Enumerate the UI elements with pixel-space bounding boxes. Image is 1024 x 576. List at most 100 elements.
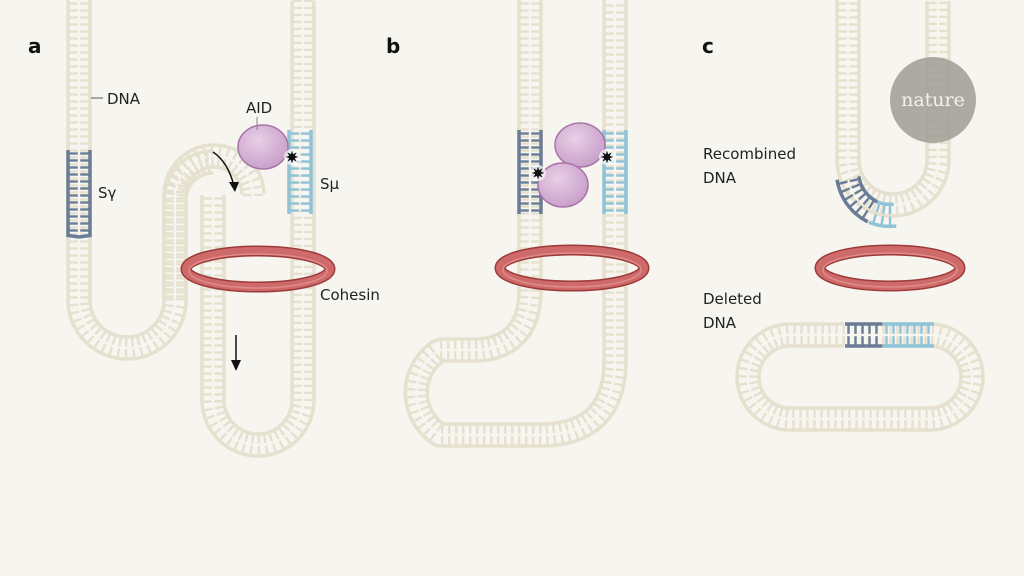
dna-base xyxy=(152,340,160,350)
dna-base xyxy=(930,336,934,346)
dna-base xyxy=(775,418,781,428)
dna-base xyxy=(882,204,886,214)
cohesin-ring-highlight xyxy=(188,253,328,289)
dna-base xyxy=(421,350,431,359)
dna-base xyxy=(857,192,867,201)
dna-base xyxy=(497,334,504,344)
dna-base xyxy=(784,419,788,429)
dna-base xyxy=(946,403,954,412)
dna-base xyxy=(428,344,436,354)
dna-base xyxy=(429,432,437,441)
aid-label: AID xyxy=(246,99,272,117)
dna-base xyxy=(615,368,625,372)
s-gamma-label: Sγ xyxy=(98,184,117,202)
dna-base xyxy=(141,334,148,344)
dna-base xyxy=(508,340,516,350)
dna-base xyxy=(936,407,942,417)
dna-base xyxy=(922,177,931,185)
dna-base xyxy=(560,434,565,444)
dna-base xyxy=(961,380,971,385)
dna-base xyxy=(205,152,210,162)
dna-base xyxy=(593,402,602,410)
dna-base xyxy=(205,414,215,420)
dna-base xyxy=(167,183,177,189)
dna-base xyxy=(303,405,313,410)
dna-backbone xyxy=(200,0,316,458)
dna-base xyxy=(767,341,775,351)
dna-base xyxy=(86,335,95,344)
dna-base xyxy=(425,363,435,371)
s-gamma-region-a xyxy=(66,150,92,239)
dna-base xyxy=(932,419,936,429)
dna-base xyxy=(513,318,523,325)
dna-base xyxy=(89,322,99,331)
dna-base xyxy=(174,312,184,317)
dna-base xyxy=(744,350,753,357)
dna-base xyxy=(596,397,606,404)
dna-base xyxy=(599,391,609,398)
dna-base xyxy=(767,416,774,426)
dna-base xyxy=(240,180,250,186)
dna-base xyxy=(938,326,943,336)
dna-base xyxy=(422,410,432,417)
dna-base xyxy=(145,344,152,354)
dna-base xyxy=(165,189,175,193)
deleted-dna-circle xyxy=(735,322,985,432)
dna-base xyxy=(972,366,982,371)
dna-base xyxy=(482,350,486,360)
dna-base xyxy=(945,341,953,351)
dna-base xyxy=(957,390,967,398)
dna-base xyxy=(844,193,854,201)
dna-base xyxy=(586,423,594,433)
dna-base xyxy=(250,434,255,444)
dna-base xyxy=(100,343,107,353)
dna-base xyxy=(761,332,769,341)
dna-base xyxy=(518,301,529,306)
dna-base xyxy=(182,171,192,179)
dna-base xyxy=(226,161,233,170)
dna-strand-a-left xyxy=(66,0,213,361)
s-gamma-region-c xyxy=(835,176,879,224)
dna-base xyxy=(237,431,244,440)
dna-base xyxy=(176,193,186,198)
dna-base xyxy=(926,167,936,172)
dna-base xyxy=(94,327,103,336)
dna-base xyxy=(420,405,430,411)
dna-base xyxy=(838,163,848,167)
aid-protein-a xyxy=(237,124,289,170)
dna-base xyxy=(502,331,510,340)
dna-base xyxy=(849,162,859,166)
dna-base xyxy=(225,148,231,158)
dna-base xyxy=(894,194,898,204)
dna-base xyxy=(937,169,947,175)
dna-base xyxy=(749,380,759,385)
dna-base xyxy=(875,192,882,202)
dna-base xyxy=(840,187,851,193)
dna-base xyxy=(192,162,199,172)
dna-base xyxy=(597,414,607,423)
dna-base xyxy=(132,348,136,358)
dna-base xyxy=(435,353,443,362)
dna-base xyxy=(492,336,498,346)
dna-base xyxy=(247,168,257,176)
panel-label-c: c xyxy=(702,34,714,58)
dna-base xyxy=(941,405,948,415)
dna-strand-b xyxy=(403,0,628,448)
dna-base xyxy=(855,205,863,214)
dna-base xyxy=(506,327,515,336)
dna-base xyxy=(760,412,768,422)
dna-base xyxy=(150,328,159,337)
dna-base xyxy=(290,409,301,415)
dna-base xyxy=(218,415,228,423)
dna-base xyxy=(164,303,174,308)
dna-base xyxy=(407,402,417,407)
dna-base xyxy=(967,350,976,357)
dna-base xyxy=(262,434,267,444)
dna-base xyxy=(872,213,878,224)
dna-base xyxy=(264,445,269,455)
dna-base xyxy=(70,310,80,315)
dna-break-b-left xyxy=(530,165,546,181)
dna-base xyxy=(177,183,187,189)
dna-base xyxy=(747,402,757,410)
dna-base xyxy=(249,445,253,455)
